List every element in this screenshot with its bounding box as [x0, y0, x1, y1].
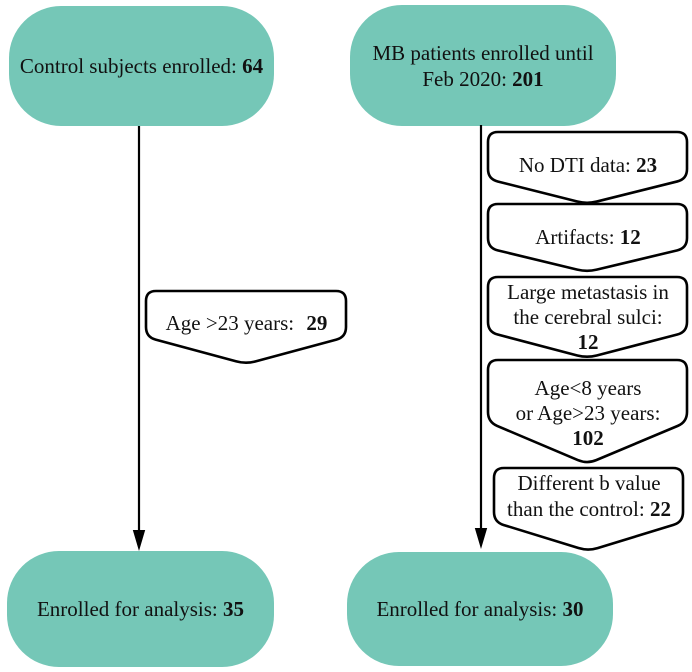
- node-mb-analyzed-text: Enrolled for analysis: 30: [376, 596, 583, 622]
- exclusion-age-right: Age<8 years or Age>23 years: 102: [488, 376, 688, 451]
- node-mb-line1: MB patients enrolled until: [372, 40, 594, 65]
- exclusion-label: than the control:: [507, 497, 650, 521]
- node-mb-enrolled: MB patients enrolled until Feb 2020: 201: [350, 5, 616, 126]
- exclusion-value: 12: [488, 330, 688, 355]
- node-value: 64: [242, 54, 264, 78]
- node-control-analyzed: Enrolled for analysis: 35: [7, 551, 274, 667]
- right-arrowhead-icon: [474, 528, 488, 549]
- exclusion-bvalue: Different b value than the control: 22: [494, 470, 684, 522]
- exclusion-label: No DTI data:: [518, 153, 637, 177]
- exclusion-value-text: 12: [577, 330, 599, 354]
- node-control-analyzed-text: Enrolled for analysis: 35: [37, 596, 244, 622]
- exclusion-artifacts: Artifacts: 12: [488, 224, 688, 250]
- exclusion-label: Artifacts:: [535, 225, 620, 249]
- node-label: Control subjects enrolled:: [19, 54, 243, 78]
- node-label: Enrolled for analysis:: [36, 597, 224, 621]
- exclusion-line1: Different b value: [517, 471, 661, 495]
- exclusion-value-text: 102: [572, 426, 604, 450]
- exclusion-line1: Age<8 years: [534, 376, 642, 400]
- exclusion-line2: than the control: 22: [494, 496, 684, 522]
- exclusion-value-text: 22: [649, 497, 671, 521]
- node-value: 30: [562, 597, 584, 621]
- exclusion-line2: the cerebral sulci:: [513, 305, 663, 329]
- exclusion-line1: Large metastasis in: [507, 280, 669, 304]
- node-mb-analyzed: Enrolled for analysis: 30: [347, 552, 613, 666]
- node-value: 35: [223, 597, 245, 621]
- left-arrowhead-icon: [132, 530, 146, 551]
- exclusion-value: 12: [619, 225, 641, 249]
- exclusion-value: 102: [488, 426, 688, 451]
- exclusion-no-dti: No DTI data: 23: [488, 152, 688, 178]
- node-control-enrolled: Control subjects enrolled: 64: [9, 6, 274, 126]
- exclusion-line2: or Age>23 years:: [515, 401, 661, 425]
- exclusion-metastasis: Large metastasis in the cerebral sulci: …: [488, 280, 688, 355]
- exclusion-value: 23: [636, 153, 658, 177]
- node-control-enrolled-text: Control subjects enrolled: 64: [20, 53, 263, 79]
- exclusion-value: 29: [306, 311, 328, 335]
- node-label: Feb 2020:: [422, 66, 513, 91]
- node-mb-line2: Feb 2020: 201: [422, 66, 543, 92]
- exclusion-age-left: Age >23 years: 29: [146, 310, 347, 336]
- node-label: Enrolled for analysis:: [376, 597, 563, 621]
- node-value: 201: [512, 66, 544, 91]
- exclusion-label: Age >23 years:: [165, 311, 300, 335]
